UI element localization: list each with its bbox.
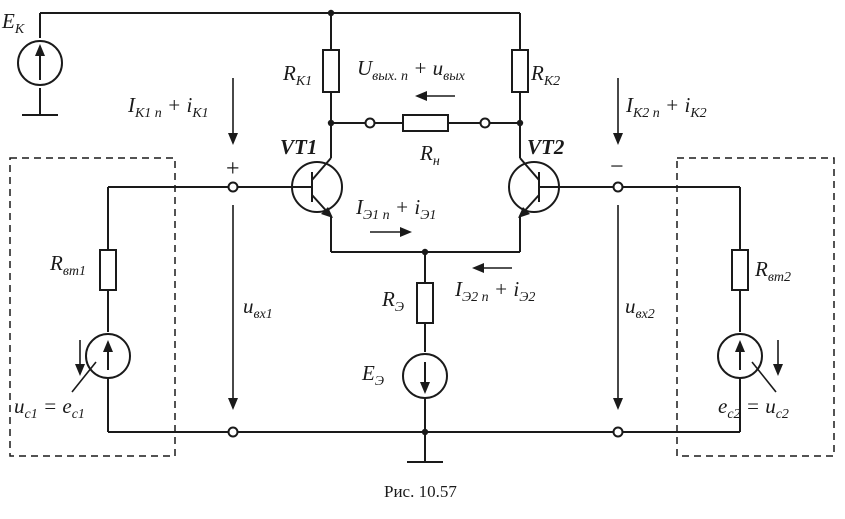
ie2-arrow — [472, 263, 512, 273]
ec2-label: eс2 = uс2 — [718, 394, 789, 422]
rvt2-label: Rвт2 — [754, 257, 791, 285]
ek-source — [17, 40, 63, 86]
ek-label: EК — [1, 9, 25, 37]
plus-sign: + — [226, 156, 240, 182]
uin1-arrow — [228, 205, 238, 410]
uout-label: Uвых. п + uвых — [357, 56, 466, 84]
ee-label: EЭ — [361, 361, 384, 389]
ie1-arrow — [370, 227, 412, 237]
ground-rail — [108, 426, 740, 463]
figure-caption: Рис. 10.57 — [384, 482, 457, 501]
emitter-bus — [330, 216, 521, 283]
uout-arrow — [415, 91, 455, 101]
rvt1-label: Rвт1 — [49, 251, 86, 279]
ie2-label: IЭ2 п + iЭ2 — [454, 277, 535, 305]
rk1-resistor — [322, 49, 340, 93]
right-input — [559, 181, 783, 432]
vt1-label: VT1 — [280, 135, 317, 159]
rn-label: Rн — [419, 141, 440, 169]
ik2-label: IК2 п + iК2 — [625, 93, 707, 121]
top-rail — [22, 9, 521, 116]
left-input — [71, 181, 292, 432]
re-label: RЭ — [381, 287, 404, 315]
left-source-box — [9, 157, 176, 457]
ik1-arrow — [228, 78, 238, 145]
ie1-label: IЭ1 п + iЭ1 — [355, 195, 436, 223]
vt1-transistor — [291, 157, 343, 218]
ik2-arrow — [613, 78, 623, 145]
vt2-label: VT2 — [527, 135, 565, 159]
right-source-box — [676, 157, 835, 457]
uin1-label: uвх1 — [243, 294, 273, 322]
vt2-transistor — [508, 157, 560, 218]
uin2-arrow — [613, 205, 623, 410]
uc1-label: uс1 = eс1 — [14, 394, 85, 422]
minus-sign: − — [610, 154, 624, 180]
rk2-label: RК2 — [530, 61, 560, 89]
rk1-label: RК1 — [282, 61, 312, 89]
ee-source — [402, 353, 448, 399]
rk2-resistor — [511, 49, 529, 93]
re-resistor — [416, 282, 434, 324]
uin2-label: uвх2 — [625, 294, 655, 322]
load-branch — [327, 114, 524, 132]
ik1-label: IК1 п + iК1 — [127, 93, 209, 121]
